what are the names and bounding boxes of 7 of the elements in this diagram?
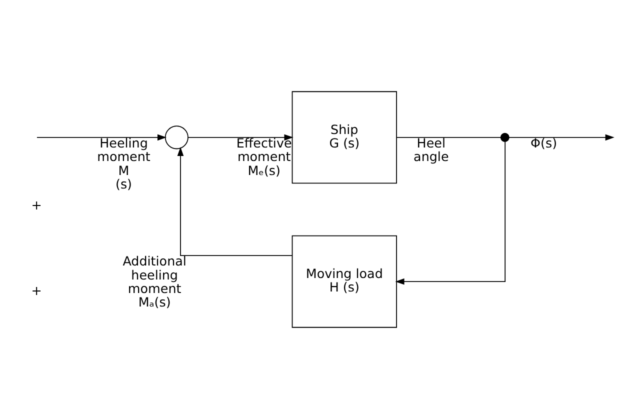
edge-label: Heel angle xyxy=(414,135,449,164)
edge-label: Effective moment Mₑ(s) xyxy=(236,135,292,178)
label: + xyxy=(31,197,42,212)
label: + xyxy=(31,282,42,298)
edge-label: Heeling moment M (s) xyxy=(97,135,150,191)
edge-label: Φ(s) xyxy=(530,135,558,150)
edge-label: Additional heeling moment Mₐ(s) xyxy=(122,253,186,309)
